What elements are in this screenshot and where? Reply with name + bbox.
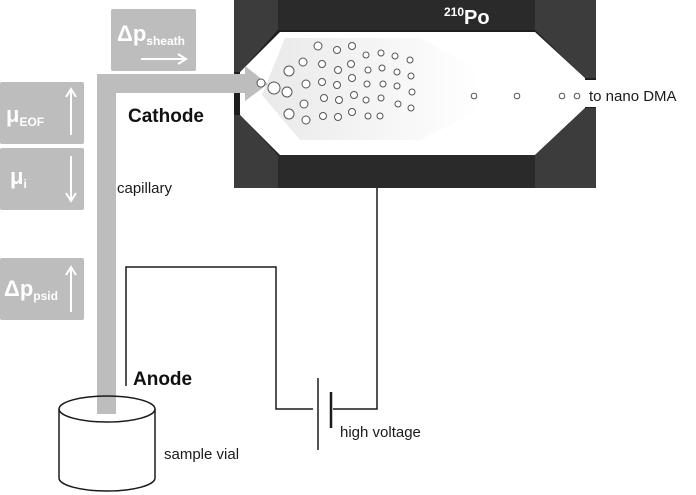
- droplet: [393, 68, 401, 76]
- droplet: [283, 108, 295, 120]
- ion-mobility-label: μi: [10, 164, 27, 191]
- cathode-wire: [333, 188, 378, 410]
- droplet: [334, 66, 342, 74]
- droplet: [406, 56, 414, 64]
- ion-arrowhead-overlay: [65, 192, 77, 203]
- droplet: [362, 96, 370, 104]
- circuit: [125, 188, 378, 450]
- electrospray-plume: [262, 38, 480, 140]
- droplet: [393, 82, 401, 90]
- droplet: [335, 96, 343, 104]
- droplet: [301, 115, 311, 125]
- droplet: [256, 78, 266, 88]
- droplet: [377, 49, 385, 57]
- droplet: [408, 88, 416, 96]
- polonium-mass: 210: [444, 5, 465, 19]
- droplet: [558, 92, 566, 100]
- eof-symbol: μ: [6, 102, 20, 127]
- capillary: [97, 66, 268, 414]
- to-dma-label: to nano DMA: [589, 88, 677, 105]
- droplet: [363, 80, 371, 88]
- droplet: [281, 86, 293, 98]
- droplet: [362, 51, 370, 59]
- eof-sub: EOF: [19, 115, 45, 129]
- droplet: [301, 79, 311, 89]
- polonium-label: 210Po: [444, 5, 490, 30]
- droplet: [364, 66, 372, 74]
- vial-bottom: [58, 477, 156, 492]
- sheath-arrowhead-overlay: [177, 53, 188, 65]
- capillary-in-vial: [97, 400, 116, 412]
- polonium-symbol: Po: [464, 7, 490, 29]
- droplet: [333, 46, 341, 54]
- eof-mobility-label: μEOF: [6, 102, 44, 129]
- psid-arrowhead-overlay: [65, 265, 77, 276]
- droplet: [348, 74, 356, 82]
- capillary-horizontal: [97, 74, 247, 93]
- droplet: [318, 78, 326, 86]
- droplets: [256, 41, 581, 125]
- chamber-corner-tr: [535, 0, 596, 78]
- droplet: [334, 113, 342, 121]
- sheath-pressure-label: Δpsheath: [117, 21, 185, 48]
- droplet: [394, 100, 402, 108]
- sample-vial: [58, 395, 156, 492]
- eof-arrowhead-overlay: [65, 87, 77, 98]
- droplet: [267, 81, 281, 95]
- chamber-corner-bl: [234, 115, 278, 188]
- droplet: [350, 91, 358, 99]
- droplet: [376, 112, 384, 120]
- droplet: [320, 94, 328, 102]
- capillary-tip: [245, 66, 268, 101]
- sample-vial-label: sample vial: [164, 446, 240, 463]
- droplet: [379, 80, 387, 88]
- droplet: [377, 94, 385, 102]
- droplet: [298, 57, 308, 67]
- po-source-bottom: [275, 155, 535, 188]
- psid-symbol: Δp: [4, 276, 34, 301]
- anode-label: Anode: [133, 369, 193, 390]
- psid-sub: psid: [33, 289, 58, 303]
- droplet: [333, 81, 341, 89]
- droplet: [573, 92, 581, 100]
- droplet: [378, 64, 386, 72]
- droplet: [470, 92, 478, 100]
- droplet: [348, 42, 356, 50]
- chamber-corner-tl: [234, 0, 278, 72]
- sheath-sub: sheath: [146, 34, 185, 48]
- cathode-label: Cathode: [128, 106, 204, 127]
- ion-sub: i: [23, 177, 27, 191]
- chamber-outlet: [585, 80, 597, 107]
- droplet: [407, 72, 415, 80]
- ion-symbol: μ: [10, 164, 24, 189]
- droplet: [283, 65, 295, 77]
- droplet: [299, 99, 309, 109]
- psid-pressure-label: Δppsid: [4, 276, 58, 303]
- droplet: [407, 104, 415, 112]
- droplet: [319, 112, 327, 120]
- droplet: [313, 41, 323, 51]
- droplet: [391, 52, 399, 60]
- capillary-label: capillary: [117, 180, 173, 197]
- capillary-vertical: [97, 74, 116, 414]
- droplet: [513, 92, 521, 100]
- droplet: [318, 60, 326, 68]
- sheath-symbol: Δp: [117, 21, 147, 46]
- droplet: [364, 112, 372, 120]
- anode-wire: [125, 266, 313, 410]
- chamber-corner-br: [535, 108, 596, 188]
- droplet: [347, 60, 355, 68]
- high-voltage-label: high voltage: [340, 424, 421, 441]
- po-source-top: [275, 0, 535, 30]
- droplet: [348, 108, 356, 116]
